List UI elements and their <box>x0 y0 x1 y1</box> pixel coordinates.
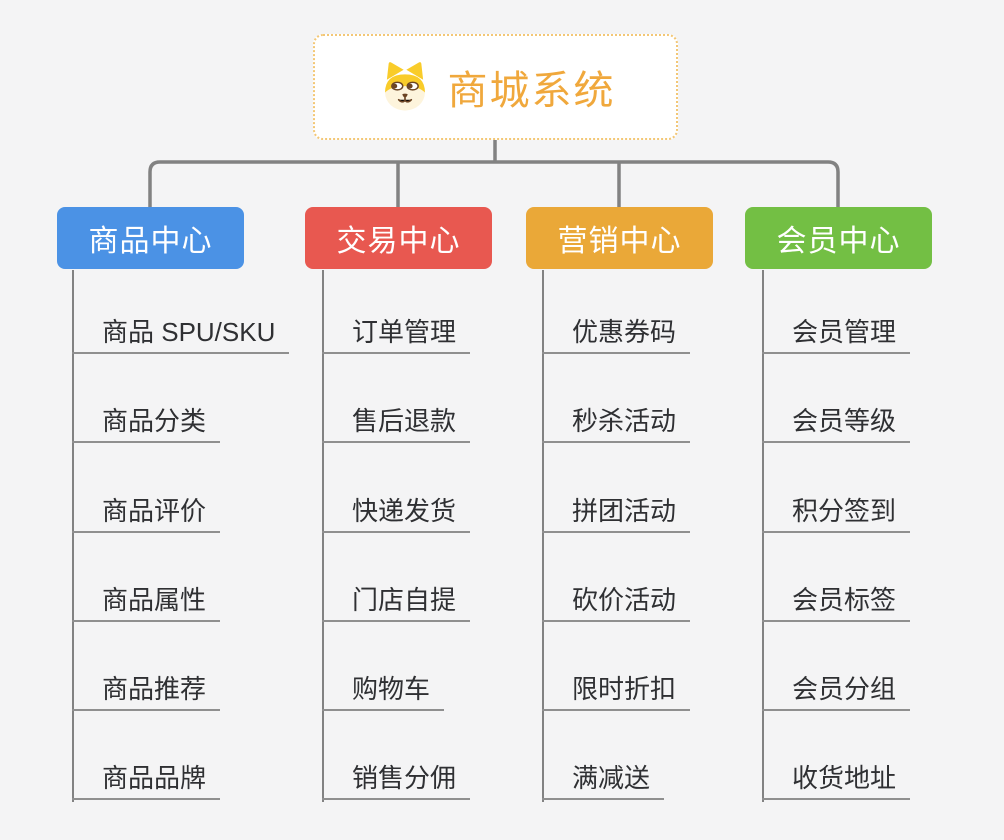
child-item[interactable]: 商品 SPU/SKU <box>72 312 290 354</box>
branch-children-member-center: 会员管理 会员等级 积分签到 会员标签 会员分组 收货地址 <box>762 270 1002 810</box>
branch-children-trade-center: 订单管理 售后退款 快递发货 门店自提 购物车 销售分佣 <box>322 270 562 810</box>
child-item[interactable]: 门店自提 <box>322 580 471 622</box>
branch-node-marketing-center[interactable]: 营销中心 <box>526 207 713 269</box>
child-item[interactable]: 砍价活动 <box>542 580 691 622</box>
child-item[interactable]: 购物车 <box>322 669 445 711</box>
child-item[interactable]: 商品推荐 <box>72 669 221 711</box>
trunk-line <box>72 270 74 802</box>
branch-children-marketing-center: 优惠券码 秒杀活动 拼团活动 砍价活动 限时折扣 满减送 <box>542 270 782 810</box>
child-item[interactable]: 商品评价 <box>72 491 221 533</box>
branch-node-trade-center[interactable]: 交易中心 <box>305 207 492 269</box>
child-item[interactable]: 满减送 <box>542 758 665 800</box>
trunk-line <box>762 270 764 802</box>
child-item[interactable]: 积分签到 <box>762 491 911 533</box>
child-item[interactable]: 收货地址 <box>762 758 911 800</box>
child-item[interactable]: 快递发货 <box>322 491 471 533</box>
dog-face-icon <box>376 58 434 116</box>
child-item[interactable]: 商品品牌 <box>72 758 221 800</box>
root-title: 商城系统 <box>447 69 616 113</box>
child-item[interactable]: 会员分组 <box>762 669 911 711</box>
trunk-line <box>322 270 324 802</box>
child-item[interactable]: 商品分类 <box>72 401 221 443</box>
trunk-line <box>542 270 544 802</box>
child-item[interactable]: 限时折扣 <box>542 669 691 711</box>
child-item[interactable]: 优惠券码 <box>542 312 691 354</box>
child-item[interactable]: 售后退款 <box>322 401 471 443</box>
branch-node-member-center[interactable]: 会员中心 <box>745 207 932 269</box>
branch-children-product-center: 商品 SPU/SKU 商品分类 商品评价 商品属性 商品推荐 商品品牌 <box>72 270 312 810</box>
child-item[interactable]: 秒杀活动 <box>542 401 691 443</box>
child-item[interactable]: 会员等级 <box>762 401 911 443</box>
root-node[interactable]: 商城系统 <box>313 34 678 140</box>
child-item[interactable]: 会员管理 <box>762 312 911 354</box>
child-item[interactable]: 拼团活动 <box>542 491 691 533</box>
child-item[interactable]: 销售分佣 <box>322 758 471 800</box>
child-item[interactable]: 商品属性 <box>72 580 221 622</box>
branch-node-product-center[interactable]: 商品中心 <box>57 207 244 269</box>
child-item[interactable]: 会员标签 <box>762 580 911 622</box>
child-item[interactable]: 订单管理 <box>322 312 471 354</box>
